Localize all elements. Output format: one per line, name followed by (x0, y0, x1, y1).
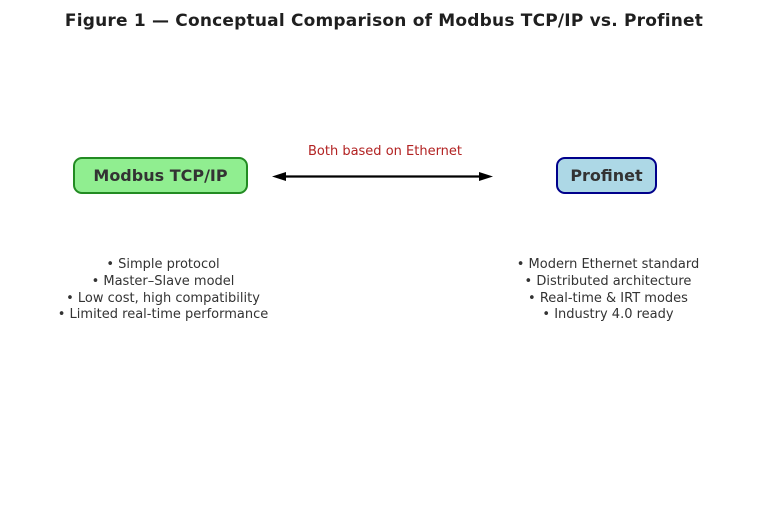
profinet-node: Profinet (556, 157, 657, 194)
modbus-bullet-list: • Simple protocol • Master–Slave model •… (58, 257, 269, 324)
list-item: • Industry 4.0 ready (542, 307, 674, 323)
list-item: • Real-time & IRT modes (528, 290, 688, 306)
modbus-node: Modbus TCP/IP (73, 157, 248, 194)
list-item: • Low cost, high compatibility (66, 290, 260, 306)
list-item: • Master–Slave model (91, 273, 235, 289)
double-arrow-icon (272, 172, 493, 181)
list-item: • Limited real-time performance (57, 307, 269, 323)
connector-label: Both based on Ethernet (307, 144, 463, 159)
profinet-node-label: Profinet (570, 166, 643, 185)
figure-title: Figure 1 — Conceptual Comparison of Modb… (64, 11, 704, 31)
modbus-node-label: Modbus TCP/IP (93, 166, 228, 185)
profinet-bullet-list: • Modern Ethernet standard • Distributed… (517, 257, 700, 324)
list-item: • Modern Ethernet standard (516, 257, 700, 272)
list-item: • Simple protocol (106, 257, 220, 272)
list-item: • Distributed architecture (524, 273, 692, 289)
